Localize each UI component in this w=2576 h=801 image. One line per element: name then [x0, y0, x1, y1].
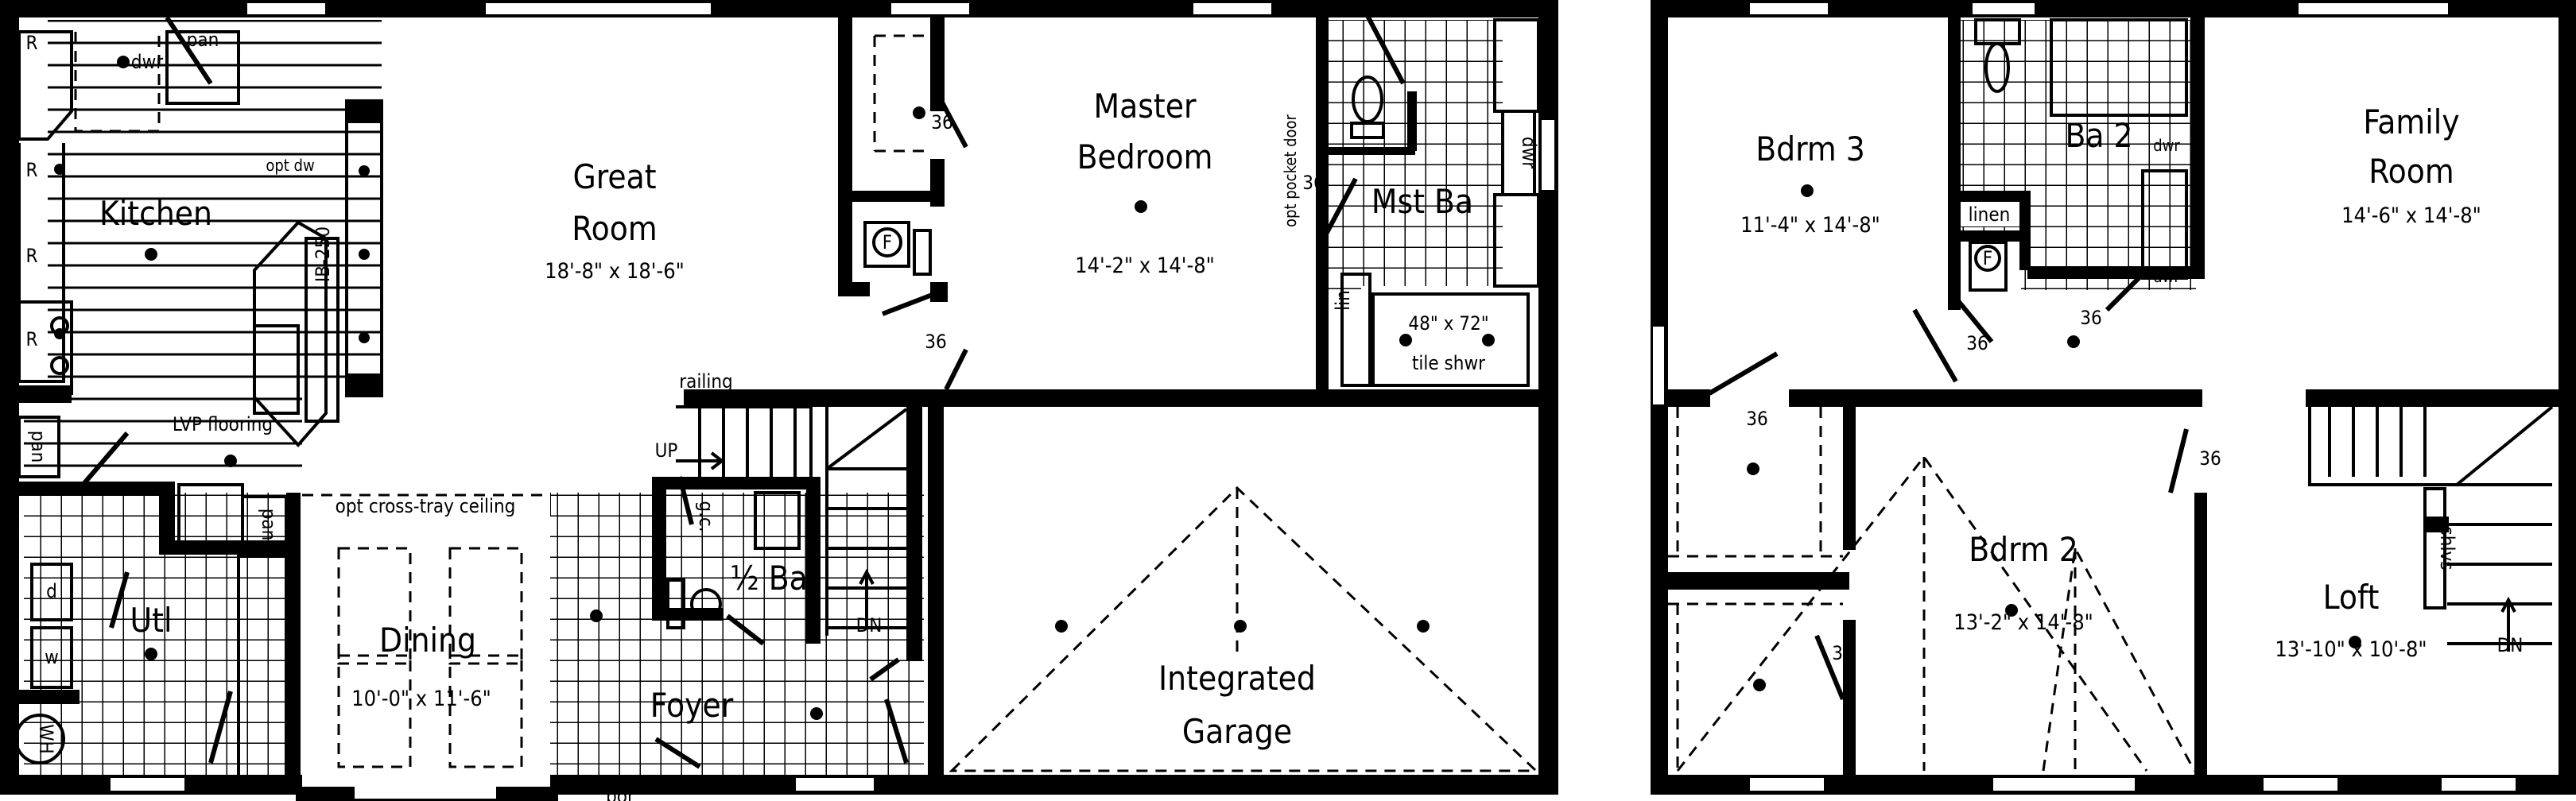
great-room-label-2: Room [572, 209, 657, 248]
kitchen-pantry-label: pan [187, 29, 219, 51]
family-room-label-2: Room [2368, 152, 2454, 191]
appliance-label: R [26, 328, 38, 350]
dryer-label: d [46, 580, 57, 602]
loft-label: Loft [2323, 578, 2380, 617]
window [2440, 776, 2517, 792]
island-label: IB-250 [312, 226, 334, 282]
shelves-label: shlvs [2436, 527, 2458, 571]
second-floor-plan: Bdrm 3 11'-4" x 14'-8" Ba 2 dwr dwr line… [1651, 0, 2576, 795]
kitchen-drawer-label: dwr [131, 51, 163, 73]
opt-dishwasher-label: opt dw [266, 156, 314, 175]
pocket-door-label: opt pocket door [1281, 114, 1300, 227]
appliance-label: R [26, 159, 38, 181]
cross-tray-ceiling-label: opt cross-tray ceiling [336, 495, 516, 517]
master-bath-door-width: 36 [1302, 172, 1324, 194]
stairs-down-label: DN [856, 614, 883, 637]
window [246, 2, 327, 16]
window [890, 2, 971, 16]
bedroom3-dims: 11'-4" x 14'-8" [1740, 213, 1880, 238]
bedroom2-dims: 13'-2" x 14'-8" [1953, 610, 2093, 635]
master-bath-label: Mst Ba [1371, 182, 1473, 221]
railing-label: railing [679, 370, 733, 393]
great-room-dims: 18'-8" x 18'-6" [545, 259, 685, 284]
foyer-tile-floor [550, 493, 924, 787]
closet-door-width: 36 [931, 111, 952, 134]
door-width-label: 36 [2199, 447, 2221, 470]
linen-closet-label: linen [1969, 203, 2011, 226]
loft-dims: 13'-10" x 10'-8" [2275, 637, 2427, 662]
porch-label: por [606, 785, 634, 801]
window [1748, 776, 1825, 792]
loft-stairs-down-label: DN [2497, 634, 2524, 656]
master-bedroom-label-1: Master [1093, 87, 1197, 126]
window [353, 784, 498, 800]
window [794, 776, 875, 792]
window [1651, 325, 1666, 406]
door-width-label: 36 [2080, 307, 2101, 329]
range-label: R [26, 245, 38, 267]
bedroom3-label: Bdrm 3 [1755, 130, 1865, 168]
dining-dims: 10'-0" x 11'-6" [351, 687, 491, 711]
bath2-drawer-label-2: dwr [2153, 267, 2180, 286]
shower-type-label: tile shwr [1412, 352, 1485, 374]
window [1192, 2, 1273, 16]
lvp-floor-hall [24, 397, 302, 485]
window [2262, 776, 2339, 792]
window [1992, 776, 2136, 792]
master-bedroom-dims: 14'-2" x 14'-8" [1075, 253, 1215, 278]
window [1540, 118, 1556, 192]
master-bedroom-label-2: Bedroom [1077, 137, 1213, 176]
lvp-flooring-label: LVP flooring [173, 413, 273, 435]
door-width-label: 36 [1966, 332, 1988, 354]
furnace-icon-2: F [1983, 247, 1992, 269]
family-room-label-1: Family [2363, 103, 2459, 141]
garage-label-1: Integrated [1158, 659, 1316, 698]
guest-closet-label: g.c. [695, 501, 717, 532]
foyer-label: Foyer [650, 686, 734, 725]
washer-label: w [45, 646, 59, 668]
first-floor-plan: Kitchen R R R R pan dwr opt dw IB-250 Gr… [0, 0, 1558, 801]
stairs-up-label: UP [655, 439, 678, 462]
kitchen-label: Kitchen [99, 194, 212, 233]
linen-label: lin [1332, 290, 1354, 311]
shower-size-label: 48" x 72" [1408, 312, 1488, 335]
utility-label: Utl [130, 601, 173, 640]
window [2297, 2, 2450, 16]
door-width-label: 36 [1746, 408, 1767, 430]
bath2-drawer-label: dwr [2153, 136, 2180, 155]
garage-label-2: Garage [1182, 712, 1292, 751]
master-bath-drawer-label: dwr [1518, 137, 1540, 168]
window [109, 776, 186, 792]
window [484, 2, 712, 16]
bath2-label: Ba 2 [2065, 116, 2132, 155]
hall-pantry-label: pan [27, 431, 49, 463]
water-heater-label: WH [35, 724, 57, 754]
entry-door-width: 36 [925, 331, 946, 353]
half-bath-label: ½ Ba [730, 559, 808, 598]
window [1971, 2, 2036, 16]
great-room-label-1: Great [572, 157, 656, 196]
furnace-icon: F [883, 231, 892, 253]
window [1748, 2, 1829, 16]
door-width-label: 36 [1832, 642, 1853, 664]
utility-pantry-label: pan [258, 509, 280, 541]
bedroom2-label: Bdrm 2 [1969, 530, 2078, 569]
refrigerator-label: R [26, 32, 38, 54]
dining-label: Dining [379, 621, 476, 660]
family-room-dims: 14'-6" x 14'-8" [2341, 203, 2481, 228]
kitchen-lvp-floor [48, 20, 382, 385]
